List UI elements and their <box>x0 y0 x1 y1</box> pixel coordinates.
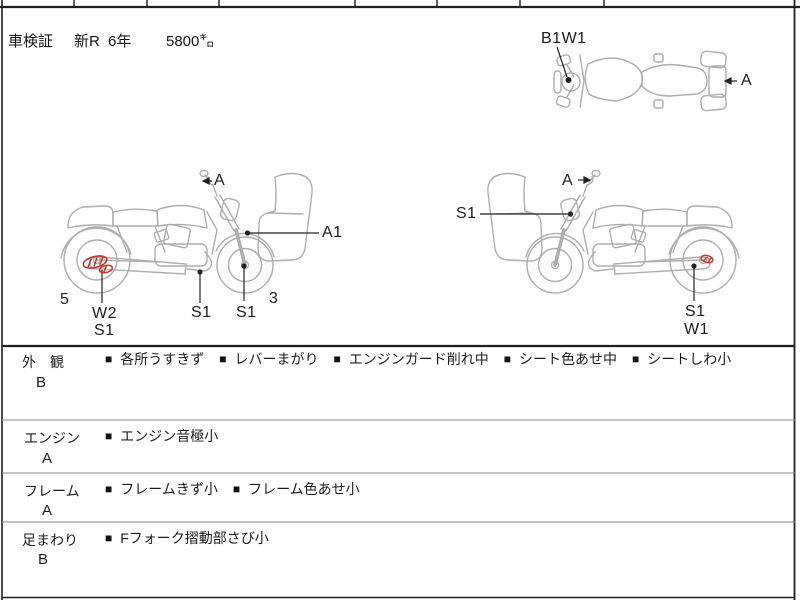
defect-text: フレームきず小 <box>120 481 218 497</box>
damage-marker-right <box>700 254 714 264</box>
doc-title: 車検証 <box>8 33 54 50</box>
inspection-year: 6年 <box>108 33 132 50</box>
defect-item: ■ Fフォーク摺動部さび小 <box>105 530 269 547</box>
registration-mark: 新R <box>74 33 100 50</box>
row-items: ■ Fフォーク摺動部さび小 <box>105 530 269 547</box>
bike-right-view <box>486 168 741 295</box>
mileage-value: 5800㌔ <box>166 33 215 50</box>
row-category: フレーム <box>24 483 80 499</box>
label-left-a: A <box>214 172 226 189</box>
label-left-5: 5 <box>60 291 70 308</box>
defect-item: ■ フレーム色あせ小 <box>233 481 360 498</box>
bullet-icon: ■ <box>632 352 640 366</box>
label-right-a: A <box>562 172 574 189</box>
label-left-s1-under: S1 <box>191 304 212 321</box>
defect-item: ■ フレームきず小 <box>105 481 218 498</box>
label-right-s1-muffler: S1 <box>685 303 706 320</box>
label-b1w1: B1W1 <box>541 30 587 47</box>
bike-left-view <box>59 168 314 295</box>
defect-text: 各所うすきず <box>120 351 205 367</box>
row-category: 外 観 <box>22 354 64 370</box>
defect-text: フレーム色あせ小 <box>248 481 360 497</box>
row-grade: B <box>36 374 47 391</box>
label-left-s1-fork: S1 <box>236 304 257 321</box>
bullet-icon: ■ <box>232 482 241 496</box>
row-category: エンジン <box>24 430 80 446</box>
label-left-s1-muffler: S1 <box>94 322 115 339</box>
label-right-s1-head: S1 <box>456 205 477 222</box>
bullet-icon: ■ <box>105 352 113 366</box>
defect-item: ■ エンジン音極小 <box>105 428 218 445</box>
row-category: 足まわり <box>22 532 78 548</box>
row-items: ■ フレームきず小 ■ フレーム色あせ小 <box>105 481 360 498</box>
bullet-icon: ■ <box>219 352 227 366</box>
label-left-w2: W2 <box>92 305 117 322</box>
defect-text: エンジン音極小 <box>120 428 219 444</box>
label-right-w1: W1 <box>684 321 709 338</box>
row-items: ■ エンジン音極小 <box>105 428 218 445</box>
row-grade: B <box>38 551 49 568</box>
bullet-icon: ■ <box>105 531 113 545</box>
defect-text: シートしわ小 <box>647 351 732 367</box>
defect-text: シート色あせ中 <box>519 351 617 367</box>
bullet-icon: ■ <box>105 482 113 496</box>
leader-lines <box>101 46 737 303</box>
bullet-icon: ■ <box>105 429 113 443</box>
defect-text: レバーまがり <box>234 351 319 367</box>
bullet-icon: ■ <box>333 352 341 366</box>
row-items: ■ 各所うすきず ■ レバーまがり ■ エンジンガード削れ中 ■ シート色あせ中 ■ シー… <box>105 351 731 368</box>
defect-text: Fフォーク摺動部さび小 <box>120 530 269 546</box>
defect-item: ■ レバーまがり <box>219 351 318 368</box>
defect-text: エンジンガード削れ中 <box>348 351 489 367</box>
defect-item: ■ 各所うすきず <box>105 351 204 368</box>
row-grade: A <box>42 502 53 519</box>
label-left-3: 3 <box>269 290 279 307</box>
defect-item: ■ エンジンガード削れ中 <box>334 351 489 368</box>
label-left-a1: A1 <box>322 224 343 241</box>
defect-item: ■ シート色あせ中 <box>504 351 617 368</box>
row-grade: A <box>42 450 53 467</box>
label-top-a: A <box>741 72 753 89</box>
bike-top-view <box>553 50 728 112</box>
bullet-icon: ■ <box>503 352 511 366</box>
defect-item: ■ シートしわ小 <box>632 351 731 368</box>
damage-marker-left <box>82 255 114 274</box>
